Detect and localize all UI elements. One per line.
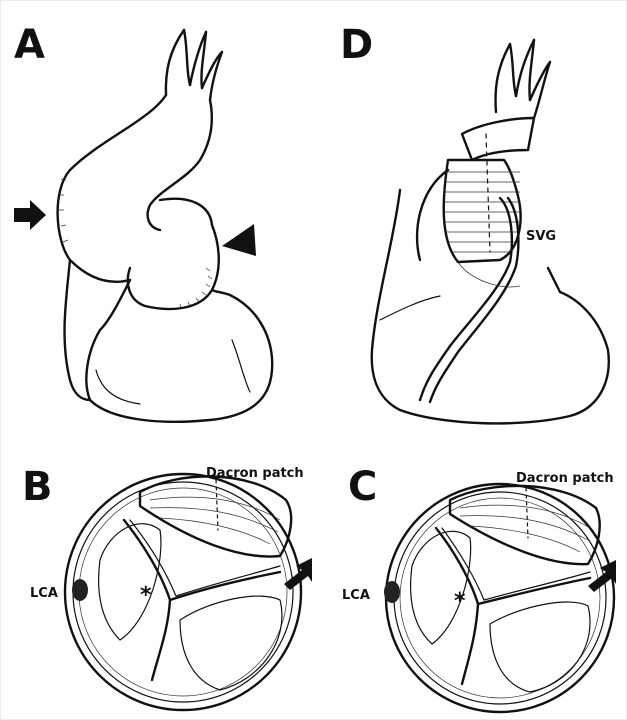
lca-ostium-b [72,579,88,601]
dacron-label-b: Dacron patch [206,466,304,481]
lca-label-b: LCA [30,586,58,601]
panel-c-letter: C [348,464,377,510]
dacron-label-c: Dacron patch [516,471,614,486]
asterisk-b: * [140,583,152,608]
lca-label-c: LCA [342,588,370,603]
asterisk-c: * [454,589,466,614]
lca-ostium-c [384,581,400,603]
svg-label: SVG [526,229,556,244]
panel-d-letter: D [340,22,373,68]
panel-a-letter: A [14,22,45,68]
panel-b-letter: B [22,464,53,510]
